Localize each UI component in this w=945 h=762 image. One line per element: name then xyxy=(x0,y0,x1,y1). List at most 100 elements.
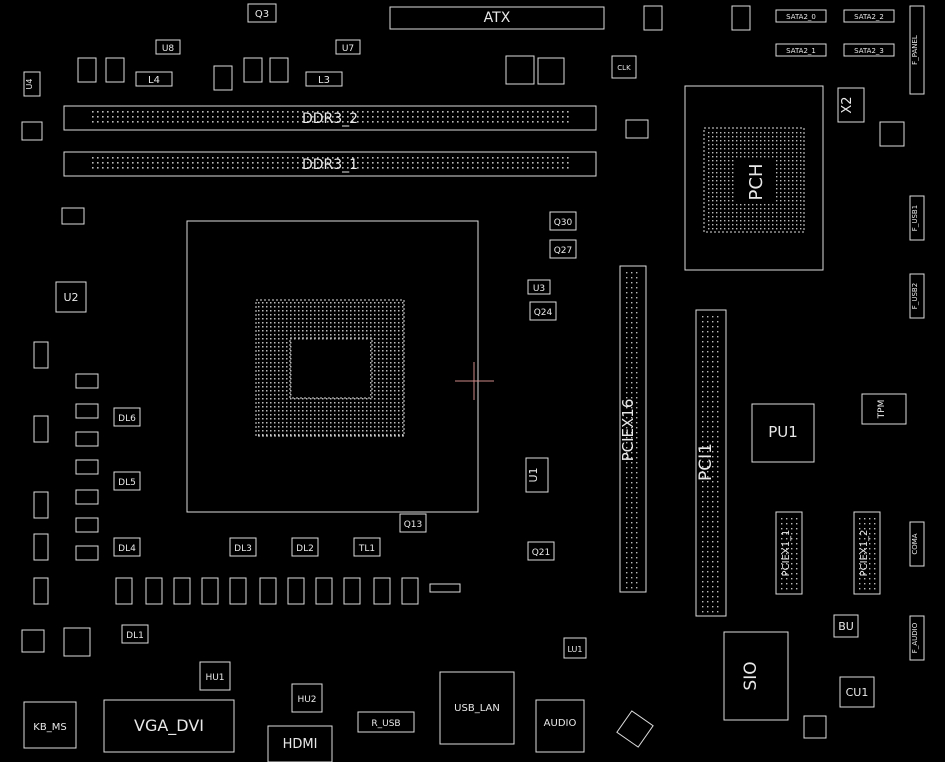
pin-dot xyxy=(266,350,268,352)
pin-dot xyxy=(270,430,272,432)
component xyxy=(21,629,45,653)
pin-dot xyxy=(702,341,704,343)
pin-dot xyxy=(262,354,264,356)
pin-dot xyxy=(452,162,454,164)
pin-dot xyxy=(378,366,380,368)
pin-dot xyxy=(270,394,272,396)
pin-dot xyxy=(374,378,376,380)
pin-dot xyxy=(702,331,704,333)
pin-dot xyxy=(290,354,292,356)
pin-dot xyxy=(372,111,374,113)
pin-dot xyxy=(398,366,400,368)
pin-dot xyxy=(398,338,400,340)
pin-dot xyxy=(626,377,628,379)
pin-dot xyxy=(707,496,709,498)
pin-dot xyxy=(422,111,424,113)
sata2-2-header xyxy=(843,9,895,23)
pin-dot xyxy=(262,422,264,424)
pin-dot xyxy=(398,354,400,356)
pin-dot xyxy=(366,406,368,408)
pin-dot xyxy=(567,167,569,169)
pin-dot xyxy=(631,557,633,559)
pin-dot xyxy=(327,116,329,118)
pin-dot xyxy=(390,402,392,404)
pin-dot xyxy=(636,277,638,279)
pin-dot xyxy=(257,111,259,113)
pin-dot xyxy=(322,302,324,304)
pin-dot xyxy=(302,338,304,340)
pin-dot xyxy=(270,390,272,392)
pin-dot xyxy=(864,563,866,565)
pin-dot xyxy=(358,338,360,340)
pin-dot xyxy=(157,162,159,164)
pin-dot xyxy=(712,136,714,138)
pin-dot xyxy=(552,111,554,113)
q27-label: Q27 xyxy=(554,246,573,256)
pin-dot xyxy=(390,302,392,304)
pin-dot xyxy=(390,322,392,324)
pin-dot xyxy=(374,386,376,388)
pin-dot xyxy=(780,160,782,162)
pin-dot xyxy=(212,121,214,123)
pin-dot xyxy=(636,377,638,379)
pin-dot xyxy=(781,563,783,565)
pin-dot xyxy=(792,224,794,226)
pin-dot xyxy=(437,121,439,123)
pin-dot xyxy=(372,121,374,123)
pin-dot xyxy=(282,370,284,372)
pin-dot xyxy=(306,314,308,316)
pin-dot xyxy=(290,426,292,428)
pin-dot xyxy=(390,398,392,400)
pin-dot xyxy=(342,430,344,432)
pin-dot xyxy=(262,366,264,368)
pin-dot xyxy=(278,402,280,404)
pin-dot xyxy=(322,116,324,118)
pin-dot xyxy=(370,434,372,436)
pin-dot xyxy=(386,310,388,312)
pin-dot xyxy=(338,326,340,328)
pin-dot xyxy=(791,518,793,520)
pin-dot xyxy=(362,426,364,428)
pin-dot xyxy=(864,553,866,555)
pin-dot xyxy=(780,164,782,166)
pin-dot xyxy=(382,318,384,320)
pin-dot xyxy=(796,220,798,222)
pin-dot xyxy=(760,132,762,134)
pin-dot xyxy=(262,338,264,340)
pin-dot xyxy=(740,228,742,230)
pin-dot xyxy=(780,228,782,230)
pin-dot xyxy=(314,314,316,316)
pin-dot xyxy=(390,378,392,380)
pin-dot xyxy=(142,162,144,164)
pin-dot xyxy=(346,406,348,408)
pin-dot xyxy=(330,318,332,320)
bu-chip xyxy=(833,614,859,638)
pin-dot xyxy=(177,121,179,123)
pin-dot xyxy=(708,144,710,146)
pciex1-1-label: PCIEX1_1 xyxy=(781,530,792,577)
sata2-0-header xyxy=(775,9,827,23)
pin-dot xyxy=(792,180,794,182)
pin-dot xyxy=(717,331,719,333)
pin-dot xyxy=(278,322,280,324)
component xyxy=(75,459,99,475)
pin-dot xyxy=(342,167,344,169)
pin-dot xyxy=(258,390,260,392)
pin-dot xyxy=(367,111,369,113)
pin-dot xyxy=(764,220,766,222)
pin-dot xyxy=(382,162,384,164)
pin-dot xyxy=(712,144,714,146)
pin-dot xyxy=(282,322,284,324)
pin-dot xyxy=(537,167,539,169)
pin-dot xyxy=(764,208,766,210)
pin-dot xyxy=(386,402,388,404)
pin-dot xyxy=(298,302,300,304)
pin-dot xyxy=(728,224,730,226)
pin-dot xyxy=(567,111,569,113)
pin-dot xyxy=(717,321,719,323)
pin-dot xyxy=(744,148,746,150)
audio-label: AUDIO xyxy=(544,718,577,729)
pin-dot xyxy=(791,573,793,575)
pin-dot xyxy=(287,121,289,123)
pin-dot xyxy=(294,406,296,408)
